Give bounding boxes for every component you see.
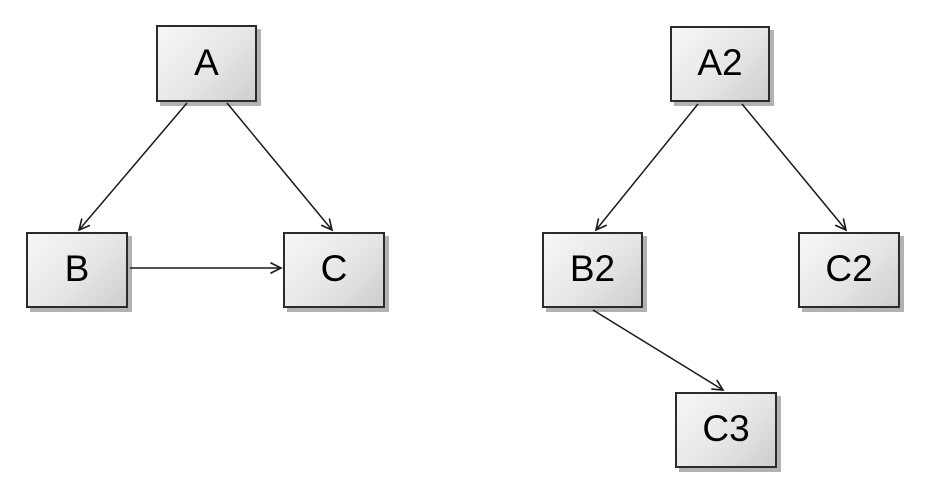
node-C3: C3	[675, 392, 777, 468]
node-label-A2: A2	[697, 42, 743, 83]
node-A2: A2	[670, 26, 770, 102]
edge-B2-C3	[592, 309, 725, 391]
node-B: B	[26, 232, 128, 308]
node-label-B2: B2	[569, 248, 616, 289]
edge-A-C	[226, 102, 334, 232]
node-label-B: B	[64, 248, 90, 289]
node-B2: B2	[542, 232, 643, 308]
node-A: A	[156, 25, 257, 102]
edge-A-B	[77, 102, 188, 232]
node-label-C3: C3	[702, 408, 750, 449]
node-label-A: A	[194, 41, 219, 83]
node-C2: C2	[798, 232, 900, 308]
edge-A2-B2	[594, 103, 699, 232]
edge-A2-C2	[741, 103, 848, 232]
node-C: C	[283, 232, 385, 308]
node-label-C2: C2	[825, 248, 873, 289]
node-label-C: C	[320, 248, 348, 289]
